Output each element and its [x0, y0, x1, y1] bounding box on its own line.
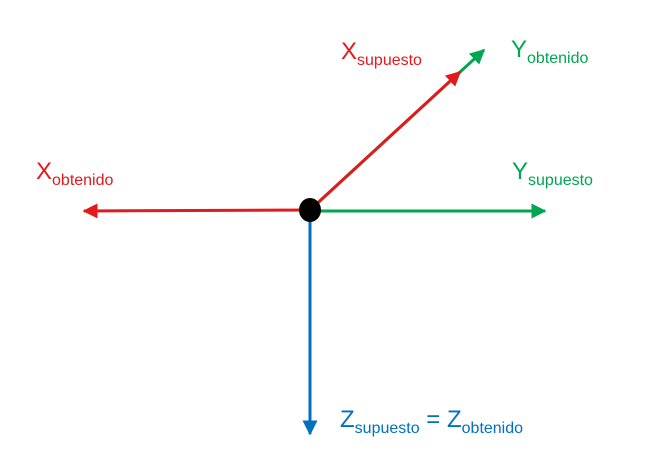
y-assumed-subscript: supuesto [528, 172, 593, 189]
z-assumed-letter: Z [340, 406, 355, 433]
z-equation-label: Zsupuesto = Zobtenido [340, 406, 523, 437]
y-obtained-letter: Y [511, 36, 528, 63]
x-obtained-axis-arrow [82, 203, 311, 219]
x-assumed-subscript: supuesto [357, 52, 422, 69]
x-assumed-label: Xsupuesto [341, 38, 422, 69]
z-obtained-subscript: obtenido [461, 420, 524, 437]
z-assumed-subscript: supuesto [354, 420, 420, 437]
x-assumed-letter: X [341, 38, 358, 65]
x-obtained-subscript: obtenido [52, 172, 114, 189]
y-obtained-subscript: obtenido [527, 50, 589, 67]
x-assumed-axis-arrow [308, 70, 462, 212]
z-obtained-letter: Z [446, 406, 462, 433]
y-assumed-letter: Y [512, 158, 529, 185]
equals-sign: = [426, 406, 441, 433]
x-obtained-letter: X [36, 158, 53, 185]
x-obtained-label: Xobtenido [36, 158, 113, 189]
origin-point [299, 198, 321, 222]
y-assumed-label: Ysupuesto [512, 158, 593, 189]
y-obtained-label: Yobtenido [511, 36, 588, 67]
